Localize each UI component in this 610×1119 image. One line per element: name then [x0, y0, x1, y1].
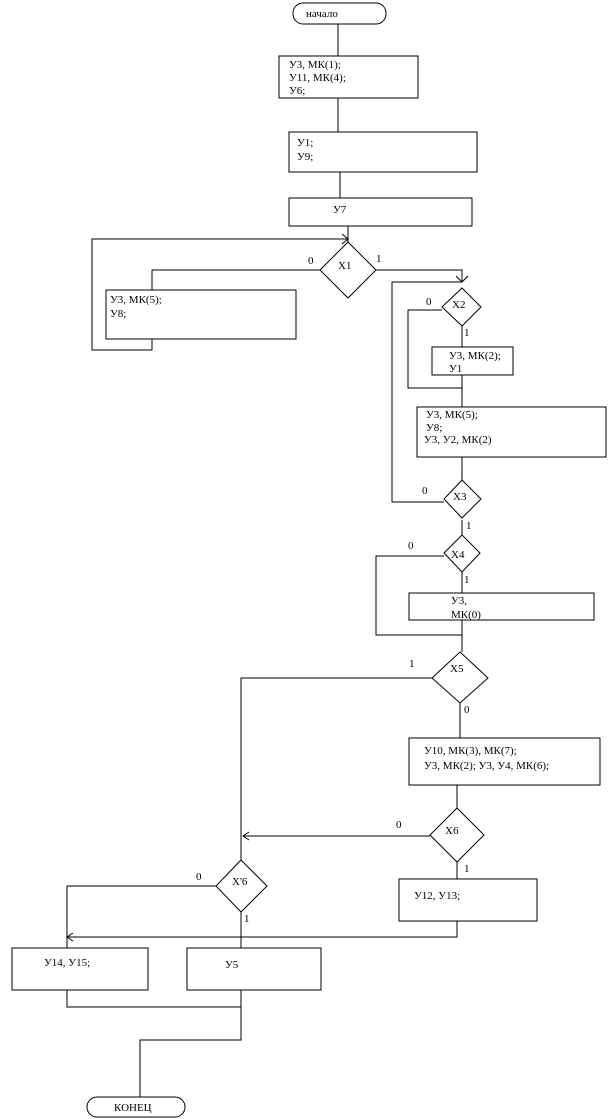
block-b6-line-3: У3, У2, МК(2) [424, 434, 492, 446]
branch-x2-down: 1 [464, 327, 470, 339]
branch-x4-down: 1 [464, 574, 470, 586]
block-b6-line-1: У3, МК(5); [426, 409, 478, 421]
decision-x6: Х6 [429, 807, 485, 863]
block-b6-line-2: У8; [426, 422, 442, 434]
branch-x3-left: 0 [422, 485, 428, 497]
decision-x6p: Х'6 [215, 859, 268, 913]
block-b1: У3, МК(1); У11, МК(4); У6; [278, 55, 419, 99]
block-b1-line-2: У11, МК(4); [289, 72, 346, 84]
line-x5-left [240, 677, 432, 838]
arrow-x6-left [242, 831, 250, 841]
line-b10-merge [66, 990, 241, 1008]
arrow-into-x2 [455, 275, 469, 283]
terminal-end: КОНЕЦ [86, 1096, 186, 1118]
line-x1-left-b4 [151, 269, 320, 290]
line-b11-end [139, 990, 242, 1097]
block-b3-line-1: У7 [333, 204, 347, 216]
terminal-end-label: КОНЕЦ [114, 1102, 152, 1114]
terminal-start-label: начало [306, 8, 338, 20]
loop-x4-left [375, 555, 462, 636]
loop-x3-left [391, 281, 462, 503]
block-b7: У3, МК(0) [408, 592, 595, 621]
block-b9: У12, У13; [398, 878, 538, 922]
block-b8-line-1: У10, МК(3), МК(7); [424, 745, 517, 757]
branch-x6-down: 1 [464, 863, 470, 875]
block-b5-line-2: У1 [449, 363, 462, 375]
block-b4-line-1: У3, МК(5); [110, 294, 162, 306]
decision-x1-label: Х1 [338, 260, 351, 272]
block-b1-line-1: У3, МК(1); [289, 59, 341, 71]
block-b1-line-3: У6; [289, 85, 305, 97]
decision-x5-label: Х5 [450, 663, 464, 675]
decision-x2-label: Х2 [452, 299, 465, 311]
line-x6p-left-b10 [66, 885, 216, 948]
block-b4-line-2: У8; [110, 308, 126, 320]
decision-x1: Х1 [319, 241, 377, 299]
arrowheads [66, 233, 469, 942]
block-b4: У3, МК(5); У8; [105, 289, 297, 340]
branch-x6p-left: 0 [196, 871, 202, 883]
block-b11-line-1: У5 [225, 959, 239, 971]
block-b5: У3, МК(2); У1 [431, 346, 514, 376]
decision-x4-label: Х4 [451, 549, 465, 561]
decision-x4: Х4 [443, 534, 481, 573]
branch-x1-left: 0 [308, 255, 314, 267]
branch-labels: 0 1 0 1 0 1 0 1 1 0 0 1 0 1 [196, 253, 472, 925]
decision-x6-label: Х6 [445, 825, 459, 837]
terminal-start: начало [292, 2, 387, 25]
decision-x2: Х2 [441, 287, 482, 327]
arrow-merge-b10 [66, 932, 74, 942]
decision-x5: Х5 [431, 651, 489, 704]
block-b11: У5 [186, 947, 322, 991]
decision-x3: Х3 [443, 479, 482, 519]
arrow-into-x1 [341, 233, 349, 245]
branch-x5-down: 0 [464, 704, 470, 716]
block-b10-line-1: У14, У15; [44, 957, 90, 969]
branch-x2-left: 0 [426, 296, 432, 308]
branch-x3-down: 1 [466, 520, 472, 532]
block-b10: У14, У15; [11, 947, 149, 991]
block-b2: У1; У9; [288, 131, 478, 173]
connectors [66, 24, 463, 1097]
loop-x2-left [407, 309, 462, 389]
block-b2-line-1: У1; [297, 137, 313, 149]
block-b8-line-2: У3, МК(2); У3, У4, МК(6); [424, 760, 549, 772]
decision-x3-label: Х3 [453, 491, 467, 503]
block-b6: У3, МК(5); У8; У3, У2, МК(2) [416, 406, 607, 458]
decision-x6p-label: Х'6 [232, 876, 248, 888]
branch-x5-left: 1 [409, 658, 415, 670]
line-x1-right-x2 [376, 269, 463, 282]
branch-x1-right: 1 [376, 253, 382, 265]
block-b8: У10, МК(3), МК(7); У3, МК(2); У3, У4, МК… [408, 737, 601, 786]
branch-x6p-down: 1 [244, 913, 250, 925]
branch-x6-left: 0 [396, 819, 402, 831]
block-b5-line-1: У3, МК(2); [449, 350, 501, 362]
block-b9-line-1: У12, У13; [414, 890, 460, 902]
block-b7-line-1: У3, [451, 595, 467, 607]
block-b7-line-2: МК(0) [451, 609, 481, 621]
line-b9-merge [67, 921, 458, 938]
block-b3: У7 [288, 197, 473, 227]
block-b2-line-2: У9; [297, 151, 313, 163]
loop-b4-x1 [91, 238, 348, 351]
branch-x4-left: 0 [408, 540, 414, 552]
